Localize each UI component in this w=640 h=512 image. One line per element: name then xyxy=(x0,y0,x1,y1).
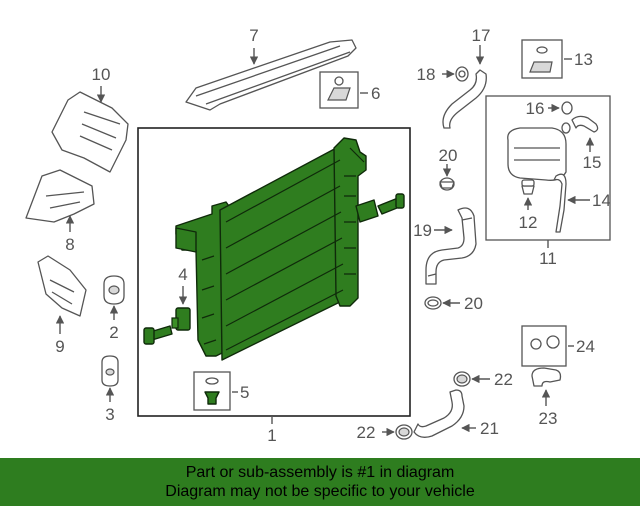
banner-line-1: Part or sub-assembly is #1 in diagram xyxy=(185,464,455,481)
parts-diagram: 7 6 10 8 9 2 3 xyxy=(25,26,611,445)
callout-9: 9 xyxy=(55,337,64,356)
part-12-cap[interactable]: 12 xyxy=(519,179,538,232)
part-16-clamp[interactable]: 16 xyxy=(526,99,573,118)
part-13-cap[interactable]: 13 xyxy=(521,39,593,79)
part-22-clamp-lower[interactable]: 22 xyxy=(357,423,413,442)
callout-23: 23 xyxy=(539,409,558,428)
part-17-hose[interactable]: 17 xyxy=(442,26,491,129)
callout-17: 17 xyxy=(472,26,491,45)
callout-8: 8 xyxy=(65,235,74,254)
callout-6: 6 xyxy=(371,84,380,103)
callout-2: 2 xyxy=(109,323,118,342)
part-19-hose[interactable]: 19 xyxy=(413,207,477,285)
callout-4: 4 xyxy=(178,265,187,284)
part-24-clips[interactable]: 24 xyxy=(521,325,595,367)
part-18-clamp[interactable]: 18 xyxy=(417,65,469,84)
part-15-hose[interactable]: 15 xyxy=(561,115,602,172)
info-banner: Part or sub-assembly is #1 in diagram Di… xyxy=(0,458,640,506)
part-14-hose[interactable]: 14 xyxy=(553,173,611,233)
callout-12: 12 xyxy=(519,213,538,232)
radiator-frame xyxy=(137,127,411,417)
callout-1: 1 xyxy=(267,426,276,445)
callout-20-upper: 20 xyxy=(439,146,458,165)
part-20-clamp-lower[interactable]: 20 xyxy=(424,294,483,313)
part-10-air-guide[interactable]: 10 xyxy=(51,65,129,173)
callout-22-upper: 22 xyxy=(494,370,513,389)
part-22-clamp-upper[interactable]: 22 xyxy=(453,370,513,389)
banner-line-2: Diagram may not be specific to your vehi… xyxy=(165,483,475,500)
callout-24: 24 xyxy=(576,337,595,356)
part-2-isolator[interactable]: 2 xyxy=(103,275,125,342)
part-1-bolt-left xyxy=(143,325,173,345)
callout-5: 5 xyxy=(240,383,249,402)
callout-3: 3 xyxy=(105,405,114,424)
callout-7: 7 xyxy=(249,26,258,45)
part-5-drain-plug[interactable]: 5 xyxy=(193,371,249,411)
part-6-clip[interactable]: 6 xyxy=(319,71,380,109)
part-11-reservoir-assembly[interactable]: 11 xyxy=(485,95,611,268)
callout-15: 15 xyxy=(583,153,602,172)
callout-13: 13 xyxy=(574,50,593,69)
part-20-clamp-upper[interactable]: 20 xyxy=(439,146,458,191)
part-23-hose[interactable]: 23 xyxy=(531,367,562,428)
part-1-bolt-right xyxy=(377,193,405,215)
callout-16: 16 xyxy=(526,99,545,118)
part-9-shield[interactable]: 9 xyxy=(37,255,87,356)
callout-20-lower: 20 xyxy=(464,294,483,313)
part-4-bracket[interactable]: 4 xyxy=(171,265,191,331)
part-21-hose[interactable]: 21 xyxy=(413,389,499,438)
callout-19: 19 xyxy=(413,221,432,240)
callout-21: 21 xyxy=(480,419,499,438)
part-1-radiator[interactable] xyxy=(175,137,379,361)
part-3-isolator[interactable]: 3 xyxy=(101,355,119,424)
callout-10: 10 xyxy=(92,65,111,84)
part-8-lower-air-guide[interactable]: 8 xyxy=(25,169,95,254)
callout-18: 18 xyxy=(417,65,436,84)
callout-11: 11 xyxy=(539,249,557,268)
callout-22-lower: 22 xyxy=(357,423,376,442)
part-7-air-deflector[interactable]: 7 xyxy=(185,26,357,111)
callout-14: 14 xyxy=(592,191,611,210)
